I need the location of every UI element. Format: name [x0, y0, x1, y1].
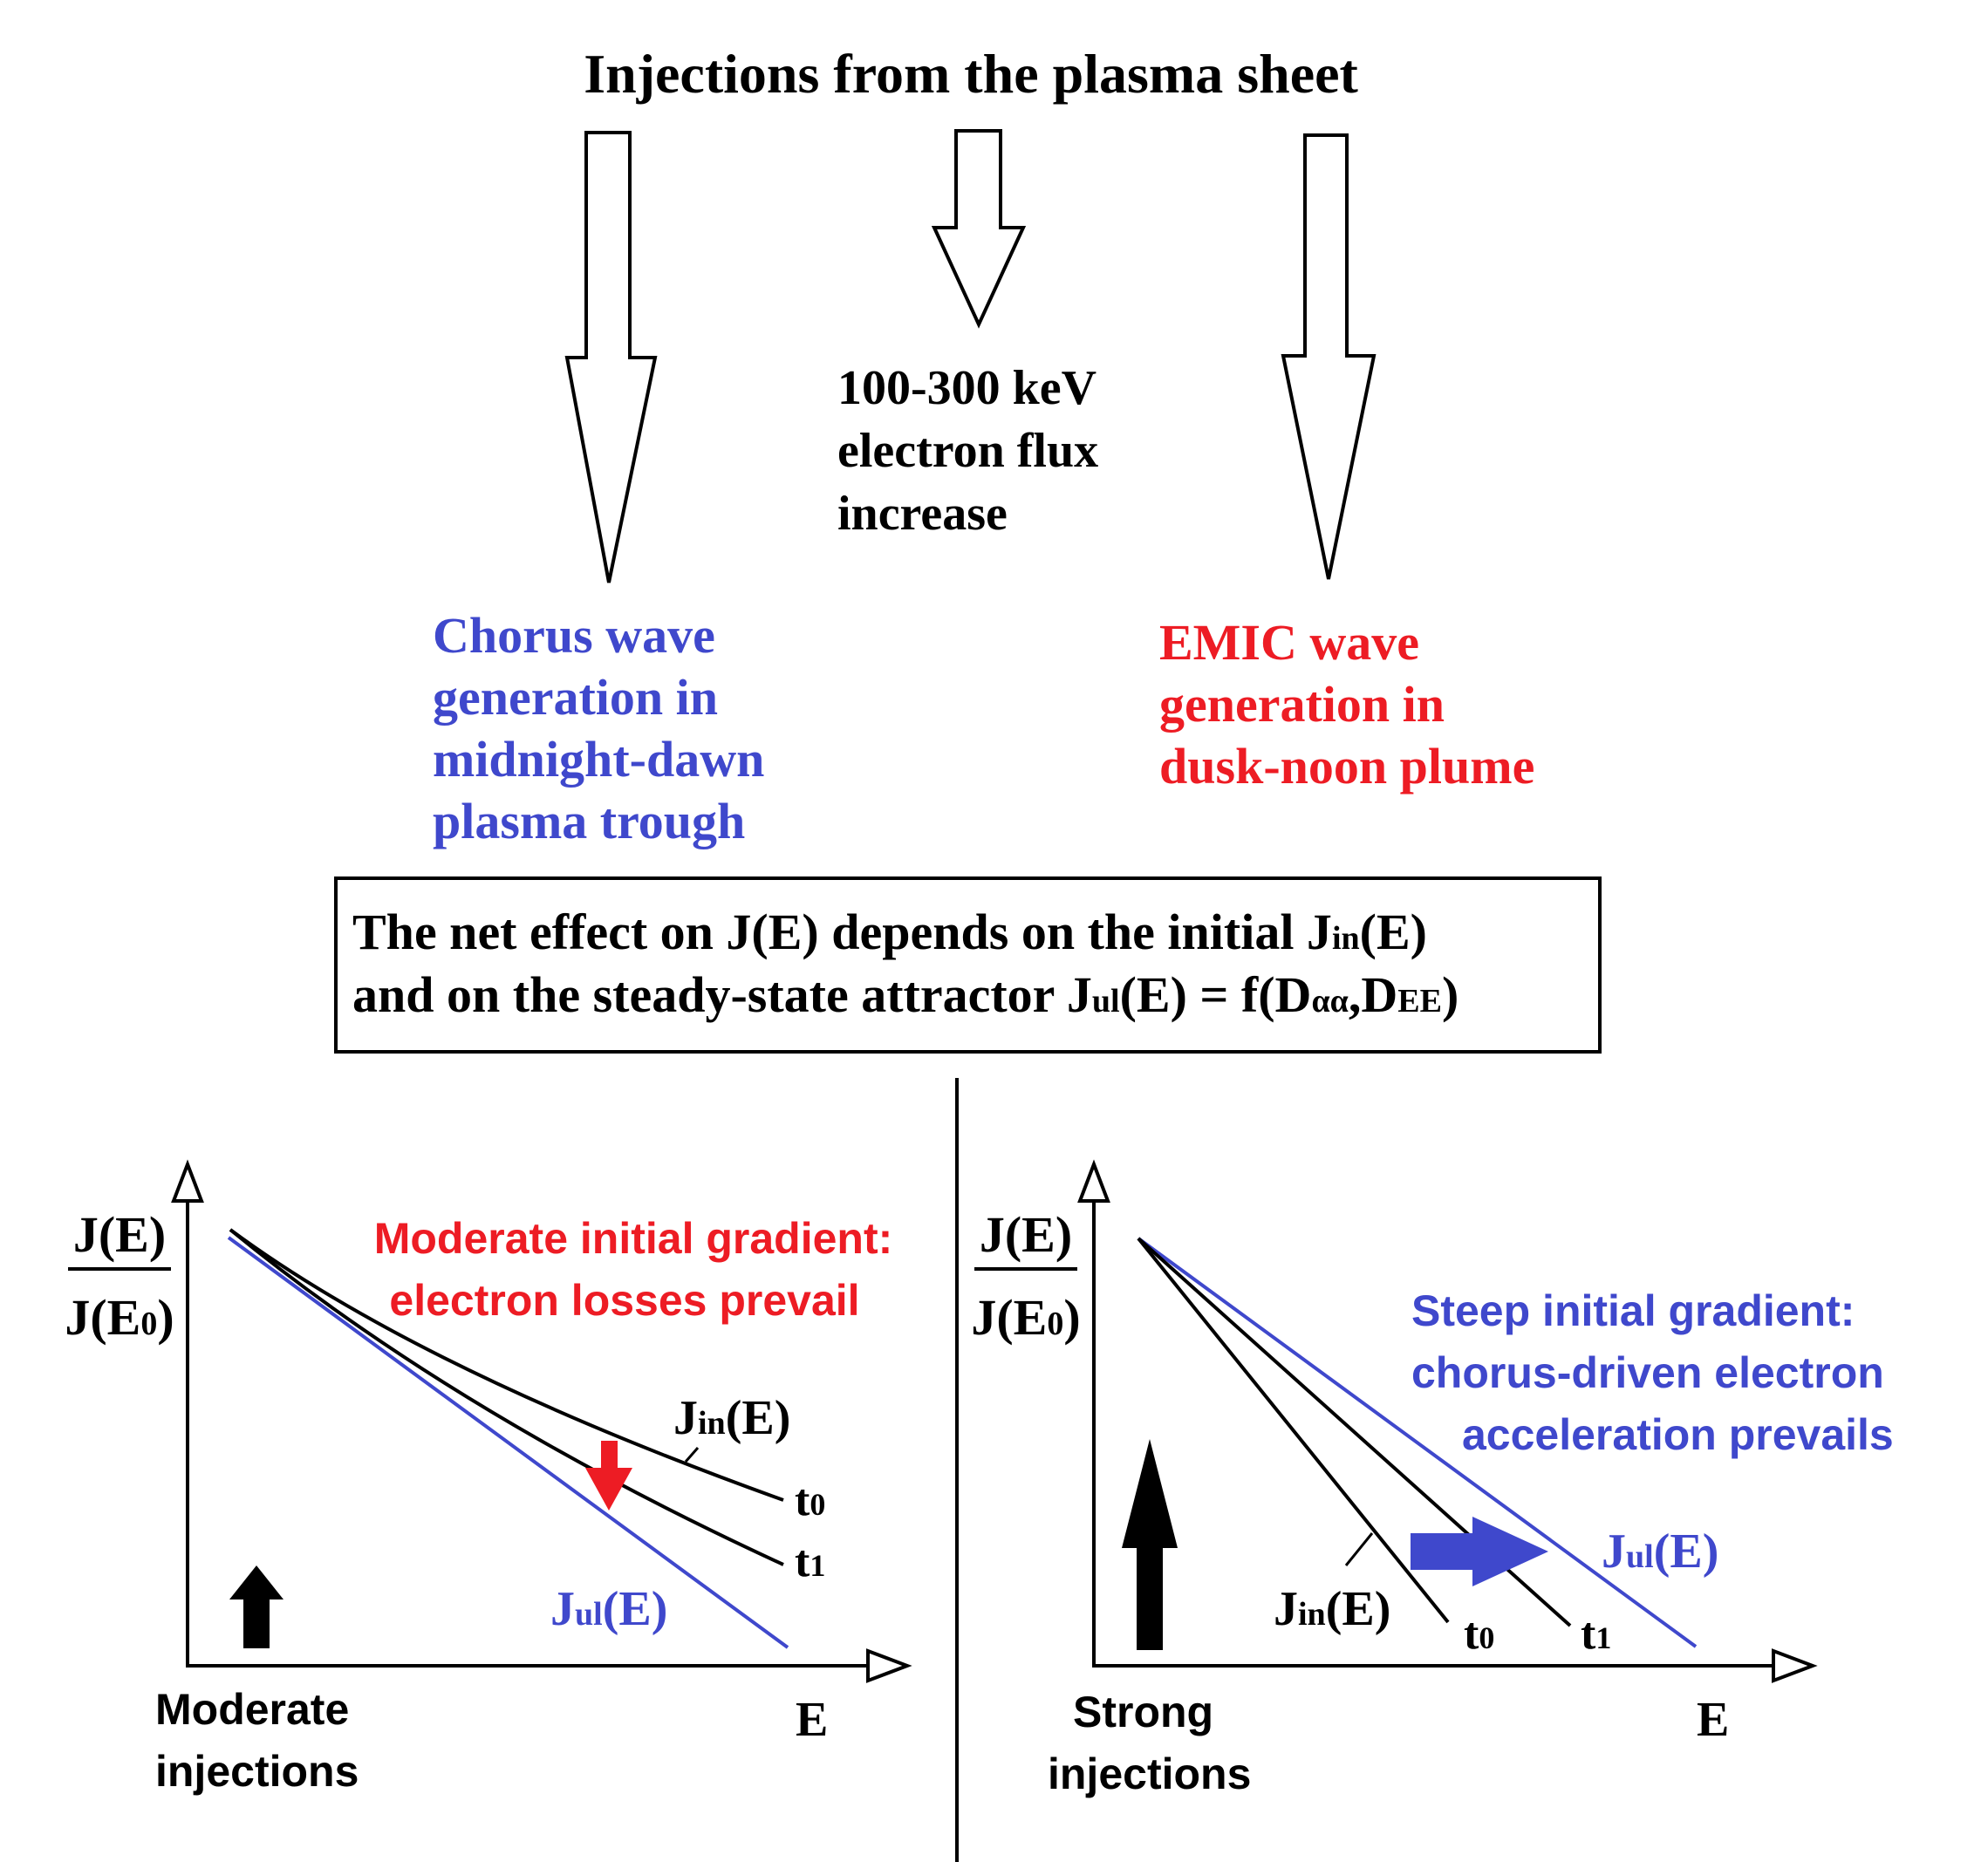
left-x-axis-arrow-icon [866, 1648, 912, 1683]
net-effect-l2-mid: (E) = f(D [1120, 966, 1312, 1023]
right-t1-sub: 1 [1595, 1620, 1611, 1655]
left-t1-curve [229, 1228, 784, 1566]
right-annotation-line-1: Steep initial gradient: [1411, 1286, 1855, 1335]
left-loss-arrow-icon [585, 1441, 632, 1511]
net-effect-l2-sub1: ul [1092, 983, 1120, 1020]
left-injection-strength-arrow-icon [229, 1565, 284, 1648]
left-t0-sub: 0 [810, 1487, 825, 1522]
left-y-axis-arrow-icon [171, 1159, 204, 1203]
net-effect-l2-end: ) [1442, 966, 1459, 1023]
flux-line-3: increase [837, 487, 1008, 541]
right-injection-arrow-icon [1281, 133, 1377, 580]
right-y-label-denominator: J(E0) [971, 1289, 1080, 1346]
left-jul-label: Jul(E) [550, 1582, 667, 1636]
chorus-line-3: midnight-dawn [433, 731, 764, 788]
right-t0-main: t [1464, 1609, 1479, 1659]
emic-line-1: EMIC wave [1159, 614, 1419, 671]
net-effect-l1-text: The net effect on J(E) depends on the in… [352, 904, 1332, 960]
flux-line-2: electron flux [837, 424, 1098, 478]
left-t0-main: t [795, 1476, 810, 1525]
net-effect-l2-text: and on the steady-state attractor J [352, 966, 1092, 1023]
right-annotation-line-2: chorus-driven electron [1411, 1348, 1884, 1397]
left-y-den-post: ) [157, 1289, 174, 1346]
right-x-axis-arrow-icon [1772, 1648, 1818, 1683]
left-t0-label: t0 [795, 1476, 825, 1525]
left-jul-main: J [550, 1582, 575, 1636]
left-jul-line [227, 1236, 789, 1649]
left-jul-post: (E) [603, 1582, 668, 1636]
right-injection-line-2: injections [1048, 1749, 1251, 1798]
right-y-den-post: ) [1063, 1289, 1080, 1346]
right-jin-t0-line [1137, 1237, 1450, 1624]
chorus-line-4: plasma trough [433, 793, 745, 849]
right-y-den-sub: 0 [1047, 1306, 1063, 1342]
left-jul-sub: ul [575, 1596, 603, 1633]
flux-line-1: 100-300 keV [837, 361, 1096, 415]
net-effect-l2-sub2: αα [1311, 983, 1348, 1020]
net-effect-line-1: The net effect on J(E) depends on the in… [352, 904, 1427, 960]
left-y-den-sub: 0 [140, 1306, 157, 1342]
emic-label: EMIC wave generation in dusk-noon plume [1159, 614, 1534, 795]
right-acceleration-arrow-icon [1411, 1517, 1548, 1586]
emic-line-3: dusk-noon plume [1159, 738, 1534, 795]
left-x-label: E [796, 1693, 828, 1747]
left-y-den-pre: J(E [65, 1289, 140, 1346]
emic-line-2: generation in [1159, 676, 1445, 733]
right-jin-leader [1344, 1532, 1374, 1566]
right-y-label-numerator: J(E) [980, 1206, 1072, 1263]
left-panel: J(E) J(E0) E Moderate initial gradient: … [65, 1159, 912, 1796]
net-effect-l1-end: (E) [1360, 904, 1427, 960]
left-jin-post: (E) [726, 1391, 791, 1445]
left-y-label-denominator: J(E0) [65, 1289, 174, 1346]
right-injection-strength-arrow-icon [1122, 1439, 1178, 1650]
right-jul-post: (E) [1654, 1524, 1719, 1579]
right-annotation-line-3: acceleration prevails [1462, 1410, 1894, 1459]
left-injection-arrow-icon [564, 131, 658, 583]
left-t1-label: t1 [795, 1537, 825, 1586]
right-t1-label: t1 [1581, 1609, 1611, 1659]
left-t1-sub: 1 [810, 1548, 825, 1583]
right-t1-main: t [1581, 1609, 1596, 1659]
right-jin-main: J [1274, 1582, 1298, 1636]
right-jul-sub: ul [1626, 1538, 1654, 1575]
right-injection-line-1: Strong [1073, 1688, 1213, 1736]
flux-increase-label: 100-300 keV electron flux increase [837, 361, 1098, 541]
right-t0-sub: 0 [1479, 1620, 1494, 1655]
right-jul-main: J [1602, 1524, 1626, 1579]
right-panel: J(E) J(E0) E Steep initial gradient: cho… [971, 1159, 1894, 1798]
header-title: Injections from the plasma sheet [584, 43, 1358, 105]
left-injection-line-2: injections [155, 1747, 359, 1796]
net-effect-l2-sub3: EE [1397, 983, 1442, 1020]
right-x-label: E [1697, 1693, 1729, 1747]
left-annotation-line-1: Moderate initial gradient: [374, 1214, 893, 1263]
right-jul-label: Jul(E) [1602, 1524, 1718, 1579]
left-t1-main: t [795, 1537, 810, 1586]
right-jin-post: (E) [1326, 1582, 1391, 1636]
left-jin-t0-curve [229, 1228, 784, 1502]
right-t0-label: t0 [1464, 1609, 1494, 1659]
left-y-label-numerator: J(E) [73, 1206, 166, 1263]
left-jin-label: Jin(E) [673, 1391, 790, 1445]
left-injection-line-1: Moderate [155, 1685, 349, 1734]
chorus-label: Chorus wave generation in midnight-dawn … [433, 607, 764, 849]
chorus-line-2: generation in [433, 669, 718, 726]
net-effect-line-2: and on the steady-state attractor Jul(E)… [352, 966, 1459, 1023]
right-y-den-pre: J(E [971, 1289, 1047, 1346]
left-annotation-line-2: electron losses prevail [389, 1276, 859, 1325]
right-jin-label: Jin(E) [1274, 1582, 1390, 1636]
net-effect-box [334, 876, 1602, 1054]
right-jul-line [1137, 1237, 1698, 1648]
net-effect-l1-sub: in [1332, 920, 1360, 957]
left-jin-leader [684, 1447, 700, 1463]
center-injection-arrow-icon [931, 129, 1027, 329]
left-jin-sub: in [698, 1405, 726, 1442]
net-effect-l2-comma: ,D [1349, 966, 1397, 1023]
right-y-axis-arrow-icon [1077, 1159, 1110, 1203]
right-jin-sub: in [1298, 1596, 1326, 1633]
chorus-line-1: Chorus wave [433, 607, 715, 664]
left-jin-main: J [673, 1391, 698, 1445]
